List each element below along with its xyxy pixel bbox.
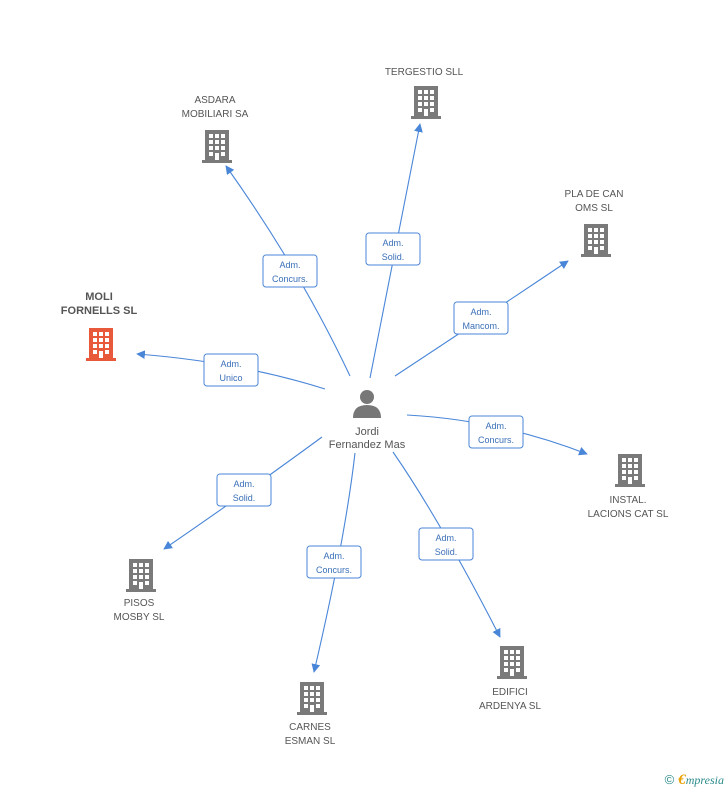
- relation-label-text: Adm.: [382, 238, 403, 248]
- relation-label-text: Adm.: [323, 551, 344, 561]
- relation-label-pisos[interactable]: Adm. Solid.: [216, 473, 272, 507]
- brand-name: mpresia: [685, 773, 724, 787]
- relation-label-box: [453, 301, 509, 335]
- company-label: MOBILIARI SA: [182, 109, 249, 120]
- relation-label-asdara[interactable]: Adm. Concurs.: [262, 254, 318, 288]
- company-label: CARNES: [289, 722, 331, 733]
- relation-label-box: [468, 415, 524, 449]
- relation-label-text: Adm.: [233, 479, 254, 489]
- relation-label-text: Solid.: [435, 547, 458, 557]
- company-node-pladecan[interactable]: PLA DE CAN OMS SL: [565, 189, 624, 257]
- person-name-label: Fernandez Mas: [329, 439, 406, 451]
- footer-brand[interactable]: ©€mpresia: [665, 772, 724, 789]
- company-label: OMS SL: [575, 203, 613, 214]
- company-label: EDIFICI: [492, 687, 528, 698]
- relation-label-edifici[interactable]: Adm. Solid.: [418, 527, 474, 561]
- company-label: LACIONS CAT SL: [588, 509, 669, 520]
- company-label: TERGESTIO SLL: [385, 67, 464, 78]
- building-icon: [497, 646, 527, 679]
- company-node-asdara[interactable]: ASDARA MOBILIARI SA: [182, 95, 249, 163]
- building-icon: [615, 454, 645, 487]
- relation-label-text: Solid.: [233, 493, 256, 503]
- company-label: ARDENYA SL: [479, 701, 541, 712]
- relation-label-instal[interactable]: Adm. Concurs.: [468, 415, 524, 449]
- relation-label-text: Concurs.: [478, 435, 514, 445]
- relation-label-text: Solid.: [382, 252, 405, 262]
- relation-label-text: Concurs.: [272, 274, 308, 284]
- relation-label-text: Adm.: [470, 307, 491, 317]
- relation-label-text: Adm.: [220, 359, 241, 369]
- building-icon: [202, 130, 232, 163]
- relation-label-box: [306, 545, 362, 579]
- relation-label-tergestio[interactable]: Adm. Solid.: [365, 232, 421, 266]
- building-icon: [581, 224, 611, 257]
- relation-label-box: [203, 353, 259, 387]
- relation-label-box: [365, 232, 421, 266]
- relation-label-text: Unico: [219, 373, 242, 383]
- company-label: FORNELLS SL: [61, 305, 138, 317]
- relation-label-text: Adm.: [279, 260, 300, 270]
- company-node-pisos[interactable]: PISOS MOSBY SL: [114, 559, 165, 623]
- person-icon: [353, 390, 381, 418]
- building-icon: [126, 559, 156, 592]
- company-label: MOLI: [85, 291, 113, 303]
- relation-label-moli[interactable]: Adm. Unico: [203, 353, 259, 387]
- relation-label-text: Adm.: [435, 533, 456, 543]
- copyright-icon: ©: [664, 772, 675, 787]
- company-node-moli[interactable]: MOLI FORNELLS SL: [61, 291, 138, 361]
- building-icon: [297, 682, 327, 715]
- company-node-tergestio[interactable]: TERGESTIO SLL: [385, 67, 464, 119]
- company-node-instal[interactable]: INSTAL. LACIONS CAT SL: [588, 454, 669, 520]
- person-name-label: Jordi: [355, 426, 379, 438]
- company-label: PISOS: [124, 598, 155, 609]
- company-node-carnes[interactable]: CARNES ESMAN SL: [285, 682, 336, 747]
- relation-label-box: [418, 527, 474, 561]
- nodes-layer: TERGESTIO SLL ASDARA MOBILIARI SA PLA DE CA…: [61, 67, 669, 747]
- company-label: INSTAL.: [609, 495, 646, 506]
- company-label: PLA DE CAN: [565, 189, 624, 200]
- brand-logo-e: €: [678, 772, 686, 788]
- company-label: ESMAN SL: [285, 736, 336, 747]
- building-icon: [411, 86, 441, 119]
- relation-label-pladecan[interactable]: Adm. Mancom.: [453, 301, 509, 335]
- relation-label-text: Adm.: [485, 421, 506, 431]
- relation-label-box: [262, 254, 318, 288]
- company-label: ASDARA: [194, 95, 235, 106]
- company-label: MOSBY SL: [114, 612, 165, 623]
- relation-label-text: Mancom.: [462, 321, 499, 331]
- building-icon: [86, 328, 116, 361]
- relation-label-box: [216, 473, 272, 507]
- relation-label-text: Concurs.: [316, 565, 352, 575]
- company-node-edifici[interactable]: EDIFICI ARDENYA SL: [479, 646, 541, 712]
- edges-layer: Adm. Solid. Adm. Concurs. Adm. Mancom. Adm. Uni…: [136, 123, 588, 673]
- relation-label-carnes[interactable]: Adm. Concurs.: [306, 545, 362, 579]
